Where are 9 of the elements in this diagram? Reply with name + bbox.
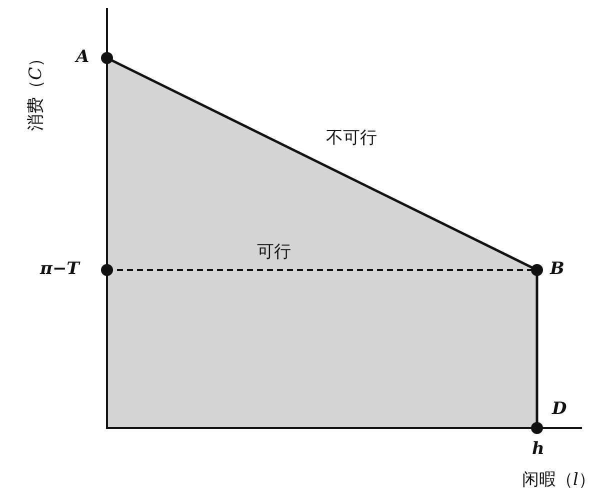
region-label: 不可行 [326,130,377,147]
point-label: h [532,441,544,458]
point-label: D [552,401,567,418]
point-label: A [76,49,90,66]
point-label: B [550,261,564,278]
axis-label: 闲暇（l） [522,472,596,489]
region-label: 可行 [257,244,291,261]
point-label: π−T [40,261,80,278]
axis-label: 消费（C） [28,50,45,131]
